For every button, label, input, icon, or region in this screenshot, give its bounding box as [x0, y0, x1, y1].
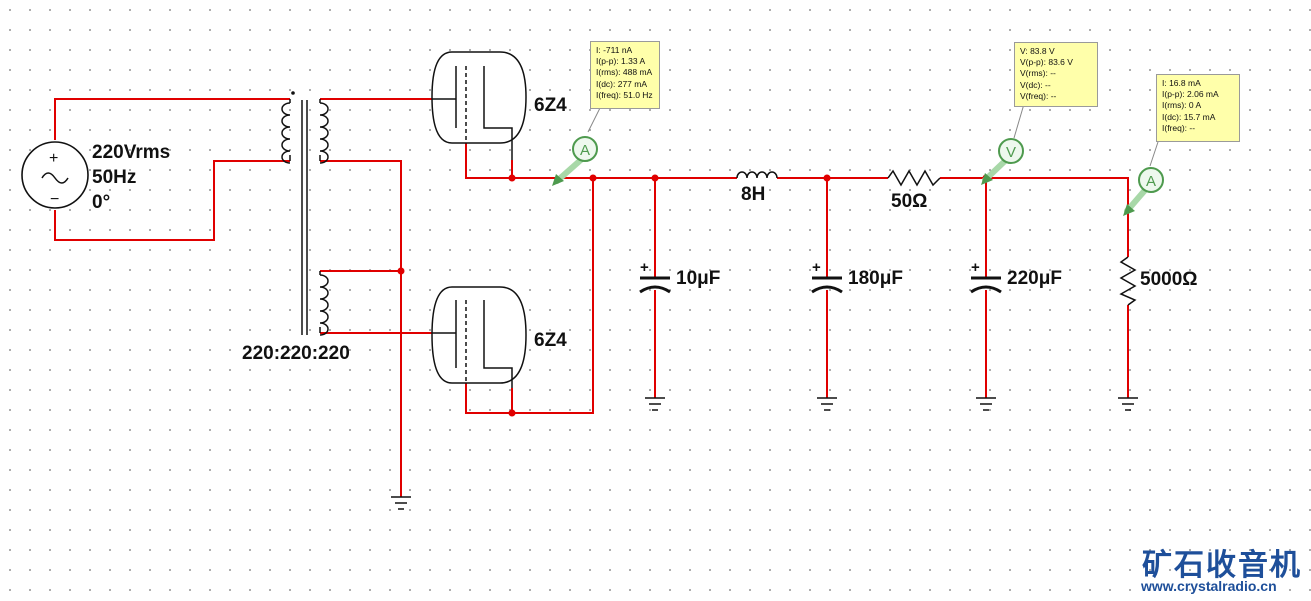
source-plus: + — [49, 150, 58, 167]
ground-icon — [391, 496, 411, 510]
junction-dot — [508, 174, 516, 182]
probe-leader — [1013, 103, 1025, 139]
polarity-dot — [291, 91, 295, 95]
ac-source[interactable]: + − — [21, 141, 89, 209]
tube-2-label: 6Z4 — [534, 330, 567, 351]
voltmeter-readout[interactable]: V: 83.8 V V(p-p): 83.6 V V(rms): -- V(dc… — [1014, 42, 1098, 107]
ammeter-2-readout[interactable]: I: 16.8 mA I(p-p): 2.06 mA I(rms): 0 A I… — [1156, 74, 1240, 142]
readout-line: V(freq): -- — [1020, 90, 1057, 101]
source-frequency-label: 50Hz — [92, 167, 136, 188]
sine-icon — [41, 172, 69, 184]
probe-leader — [587, 107, 601, 133]
wire-tube1-cathode — [465, 143, 512, 179]
c2-label: 180μF — [848, 268, 903, 289]
ground-icon — [645, 397, 665, 411]
ground-icon — [817, 397, 837, 411]
capacitor-c1[interactable] — [639, 276, 671, 294]
wires — [54, 98, 1129, 497]
readout-line: I: -711 nA — [596, 45, 633, 55]
resistor-series[interactable] — [887, 169, 941, 187]
primary-coil — [281, 102, 291, 164]
wire-source-bottom — [54, 160, 290, 241]
readout-line: I(freq): -- — [1162, 122, 1196, 133]
resistor-load[interactable] — [1119, 256, 1137, 306]
junction-dot — [508, 409, 516, 417]
readout-line: I(p-p): 1.33 A — [596, 56, 646, 67]
c3-label: 220μF — [1007, 268, 1062, 289]
c1-label: 10μF — [676, 268, 720, 289]
resistor-series-label: 50Ω — [891, 191, 927, 212]
wire-main-rail-3 — [940, 177, 1129, 257]
source-voltage-label: 220Vrms — [92, 142, 170, 163]
c1-plus: + — [640, 259, 649, 276]
tube-1-label: 6Z4 — [534, 95, 567, 116]
ammeter-2-symbol: A — [1146, 173, 1156, 190]
ammeter-1-symbol: A — [580, 142, 590, 159]
inductor[interactable] — [736, 171, 778, 179]
source-minus: − — [50, 191, 59, 208]
watermark-title: 矿石收音机 — [1142, 549, 1302, 582]
junction-dot — [823, 174, 831, 182]
wire-source-top — [54, 98, 290, 140]
voltmeter-symbol: V — [1006, 144, 1016, 161]
readout-line: V(dc): -- — [1020, 79, 1051, 90]
transformer-ratio-label: 220:220:220 — [242, 343, 350, 364]
ammeter-1-readout[interactable]: I: -711 nA I(p-p): 1.33 A I(rms): 488 mA… — [590, 41, 660, 109]
secondary-coil-2 — [319, 274, 329, 336]
readout-line: V(p-p): 83.6 V — [1020, 57, 1073, 68]
junction-dot — [651, 174, 659, 182]
readout-line: I(dc): 277 mA — [596, 78, 648, 89]
rectifier-tube-1[interactable] — [431, 51, 527, 160]
ammeter-probe-1[interactable]: A — [552, 136, 598, 186]
readout-line: V: 83.8 V — [1020, 46, 1055, 56]
readout-line: I(dc): 15.7 mA — [1162, 111, 1216, 122]
voltmeter-probe[interactable]: V — [981, 138, 1024, 185]
transformer[interactable] — [281, 99, 329, 336]
watermark-url: www.crystalradio.cn — [1141, 578, 1277, 594]
readout-line: I(p-p): 2.06 mA — [1162, 89, 1219, 100]
readout-line: I(freq): 51.0 Hz — [596, 89, 653, 100]
capacitor-c2[interactable] — [811, 276, 843, 294]
capacitor-c3[interactable] — [970, 276, 1002, 294]
readout-line: I: 16.8 mA — [1162, 78, 1201, 88]
ground-icon — [1118, 397, 1138, 411]
ground-icon — [976, 397, 996, 411]
inductor-label: 8H — [741, 184, 765, 205]
c2-plus: + — [812, 259, 821, 276]
junction-dot — [589, 174, 597, 182]
resistor-load-label: 5000Ω — [1140, 269, 1198, 290]
rectifier-tube-2[interactable] — [431, 286, 527, 388]
secondary-coil-1 — [319, 102, 329, 164]
junction-dot — [397, 267, 405, 275]
readout-line: I(rms): 488 mA — [596, 67, 653, 78]
probe-leader — [1149, 141, 1159, 167]
readout-line: V(rms): -- — [1020, 68, 1056, 79]
c3-plus: + — [971, 259, 980, 276]
source-phase-label: 0° — [92, 192, 110, 213]
readout-line: I(rms): 0 A — [1162, 100, 1202, 111]
wire-center-tap — [320, 160, 402, 497]
ammeter-probe-2[interactable]: A — [1123, 167, 1164, 216]
wire-tube2-cathode — [465, 178, 594, 414]
